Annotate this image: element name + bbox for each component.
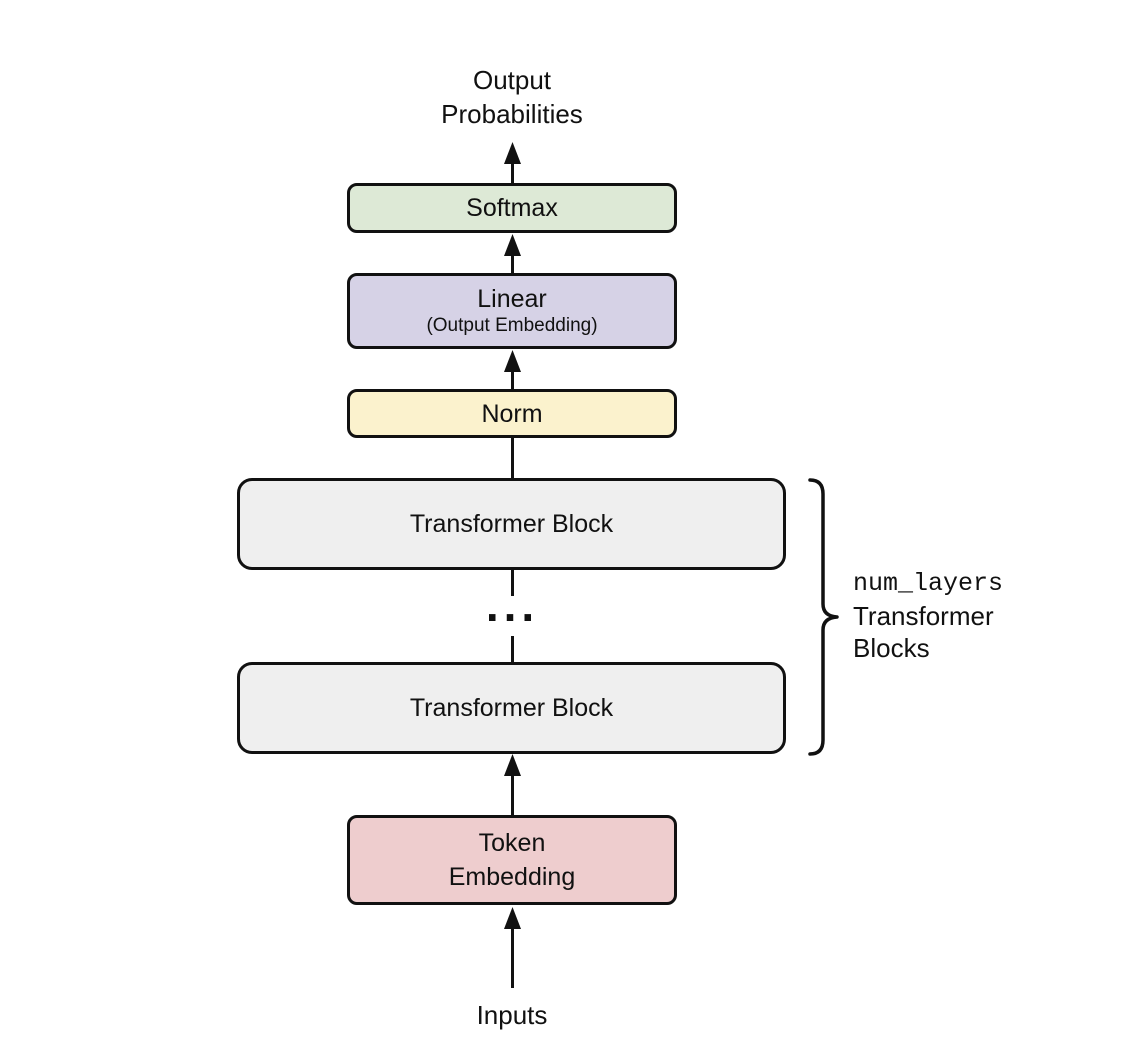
num-layers-annotation-line2: Transformer [853,601,994,631]
brace [808,478,839,756]
transformer-block-top-label: Transformer Block [409,510,614,538]
output-probabilities-line1: Output [472,65,552,95]
num-layers-annotation: num_layers Transformer Blocks [853,568,1003,664]
linear-label: Linear [477,285,547,313]
ellipsis-dots: ... [485,579,540,631]
token-embedding-line1: Token [478,829,546,857]
arrowhead-to-token [504,907,521,929]
num-layers-annotation-line1: num_layers [853,569,1004,598]
linear-sublabel: (Output Embedding) [426,315,598,336]
num-layers-annotation-line3: Blocks [853,633,930,663]
norm-box: Norm [347,389,677,438]
token-embedding-box: Token Embedding [347,815,677,905]
arrowhead-to-tb-bottom [504,754,521,776]
arrowhead-to-softmax [504,234,521,256]
transformer-block-top-box: Transformer Block [237,478,786,570]
softmax-label: Softmax [466,194,558,222]
output-probabilities-line2: Probabilities [441,99,583,129]
norm-label: Norm [481,399,543,428]
transformer-block-bottom-label: Transformer Block [409,694,614,722]
linear-box: Linear (Output Embedding) [347,273,677,349]
softmax-box: Softmax [347,183,677,233]
token-embedding-line2: Embedding [448,863,576,891]
arrowhead-to-output [504,142,521,164]
arrowhead-to-linear [504,350,521,372]
transformer-block-bottom-box: Transformer Block [237,662,786,754]
output-probabilities-label: Output Probabilities [362,63,662,131]
inputs-label: Inputs [476,1000,548,1030]
